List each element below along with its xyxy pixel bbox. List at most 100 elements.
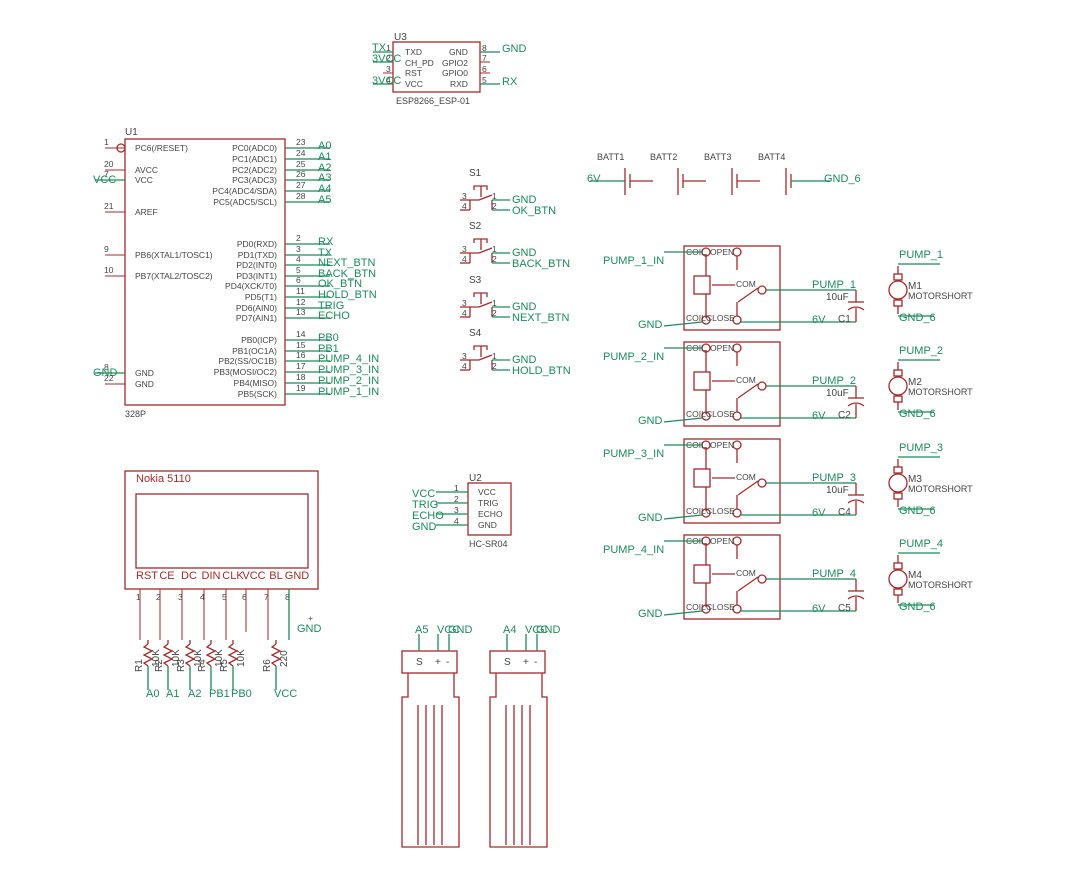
relay-label-close: CLOSE bbox=[706, 506, 735, 516]
u1-right-pin-name: PB5(SCK) bbox=[238, 389, 277, 399]
switch-net-btn: OK_BTN bbox=[512, 205, 556, 217]
relay-label-close: CLOSE bbox=[706, 409, 735, 419]
relay-coil bbox=[693, 564, 711, 584]
u1-right-pin-num: 5 bbox=[296, 265, 301, 275]
resistor-zigzag bbox=[184, 643, 196, 667]
resistor-net: VCC bbox=[274, 688, 297, 700]
relay-net-in: PUMP_4_IN bbox=[603, 544, 664, 556]
u3-pin-gnd: GND bbox=[449, 47, 468, 57]
battery-net-gnd6: GND_6 bbox=[824, 173, 861, 185]
u1-right-net: NEXT_BTN bbox=[318, 257, 376, 269]
u1-right-net: PUMP_4_IN bbox=[318, 353, 379, 365]
u2-name: HC-SR04 bbox=[469, 539, 508, 549]
relay-pin-coil2 bbox=[701, 508, 711, 518]
probe-net-s: A5 bbox=[415, 624, 428, 636]
relay-net-6v: 6V bbox=[812, 507, 826, 519]
u3-pin-gpio0: GPIO0 bbox=[442, 68, 468, 78]
relay-label-coil: COIL bbox=[686, 506, 706, 516]
u1-left-pins: 1PC6(/RESET)20AVCC7VCCVCC21AREF9PB6(XTAL… bbox=[93, 137, 213, 389]
switch-pin-num: 2 bbox=[492, 361, 497, 371]
probe-pin-s: S bbox=[416, 657, 423, 668]
relay-label-close: CLOSE bbox=[706, 313, 735, 323]
switch-pin-num: 4 bbox=[462, 308, 467, 318]
u2-pin-name: ECHO bbox=[478, 509, 503, 519]
u3-num-5: 5 bbox=[482, 75, 487, 85]
lcd-pin-num: 2 bbox=[156, 592, 161, 602]
relay-body bbox=[683, 341, 781, 427]
u1-right-net: PB0 bbox=[318, 332, 339, 344]
motor-minus-box bbox=[893, 588, 903, 596]
resistor-ref: R1 bbox=[134, 659, 145, 672]
lcd-pin-label: VCC bbox=[242, 570, 265, 582]
probe-pin-s: S bbox=[504, 657, 511, 668]
battery-cell-label: BATT4 bbox=[758, 152, 785, 162]
u1-right-net: PUMP_2_IN bbox=[318, 375, 379, 387]
u1-left-pin-num: 9 bbox=[104, 244, 109, 254]
u1-right-pin-name: PB2(SS/OC1B) bbox=[218, 356, 277, 366]
u1-right-net: PUMP_1_IN bbox=[318, 386, 379, 398]
switch-pin-num: 4 bbox=[462, 254, 467, 264]
u1-right-net: TRIG bbox=[318, 300, 344, 312]
u1-right-pin-num: 16 bbox=[296, 350, 306, 360]
probe-pin-minus: - bbox=[446, 657, 449, 668]
u3-pin-rxd: RXD bbox=[450, 79, 468, 89]
motor-net-bot: GND_6 bbox=[899, 408, 936, 420]
u1-right-pin-num: 14 bbox=[296, 329, 306, 339]
u1-right-pin-name: PB1(OC1A) bbox=[232, 346, 277, 356]
resistor-net: PB0 bbox=[231, 688, 252, 700]
resistor-zigzag bbox=[270, 643, 282, 667]
resistor-net: A0 bbox=[146, 688, 159, 700]
resistor-value: 10K bbox=[214, 649, 225, 667]
relay-net-gnd: GND bbox=[638, 512, 663, 524]
switch-pin-num: 1 bbox=[492, 351, 497, 361]
u1-left-pin-name: AREF bbox=[135, 207, 158, 217]
u1-right-pin-num: 4 bbox=[296, 254, 301, 264]
u3-net-rx: RX bbox=[502, 76, 518, 88]
motor-net-top: PUMP_2 bbox=[899, 345, 943, 357]
u1-left-net: VCC bbox=[93, 174, 116, 186]
resistor-ref: R6 bbox=[262, 659, 273, 672]
relay-pin-com bbox=[757, 381, 767, 391]
u1-right-net: ECHO bbox=[318, 310, 350, 322]
probe-body bbox=[401, 673, 460, 848]
motor-net-top: PUMP_3 bbox=[899, 442, 943, 454]
u1-right-pin-num: 15 bbox=[296, 340, 306, 350]
probe-net-s: A4 bbox=[503, 624, 516, 636]
esp8266-module: U3 ESP8266_ESP-01 TXD CH_PD RST VCC 1 2 … bbox=[372, 32, 527, 106]
battery-cell-label: BATT2 bbox=[650, 152, 677, 162]
relay-label-com: COM bbox=[736, 279, 756, 289]
u1-right-pin-num: 3 bbox=[296, 244, 301, 254]
u1-right-net: A2 bbox=[318, 162, 331, 174]
relay-pin-com bbox=[757, 574, 767, 584]
u1-right-net: RX bbox=[318, 236, 334, 248]
probe-header bbox=[401, 650, 458, 674]
u1-right-pin-num: 17 bbox=[296, 361, 306, 371]
relay-body bbox=[683, 438, 781, 524]
u1-right-net: PUMP_3_IN bbox=[318, 364, 379, 376]
u1-right-pin-num: 11 bbox=[296, 286, 305, 296]
cap-plate-bot bbox=[847, 499, 865, 504]
resistor-value: 10K bbox=[236, 649, 247, 667]
motor-plus-box bbox=[893, 562, 903, 570]
switch-net-btn: NEXT_BTN bbox=[512, 312, 570, 324]
u1-right-pin-name: PD2(INT0) bbox=[236, 260, 277, 270]
u3-num-8: 8 bbox=[482, 43, 487, 53]
cap-value: 10uF bbox=[826, 292, 849, 303]
u1-right-pin-name: PC1(ADC1) bbox=[232, 154, 277, 164]
u1-left-pin-name: GND bbox=[135, 368, 154, 378]
relay-label-coil: COIL bbox=[686, 409, 706, 419]
motor-net-bot: GND_6 bbox=[899, 505, 936, 517]
relay-label-open: OPEN bbox=[710, 440, 734, 450]
u1-right-pin-name: PD7(AIN1) bbox=[236, 313, 277, 323]
u1-left-pin-num: 20 bbox=[104, 159, 114, 169]
u2-pin-num: 4 bbox=[454, 516, 459, 526]
u3-net-3vcc-a: 3VCC bbox=[372, 53, 401, 65]
lcd-pin-num: 4 bbox=[200, 592, 205, 602]
relay-label-open: OPEN bbox=[710, 343, 734, 353]
